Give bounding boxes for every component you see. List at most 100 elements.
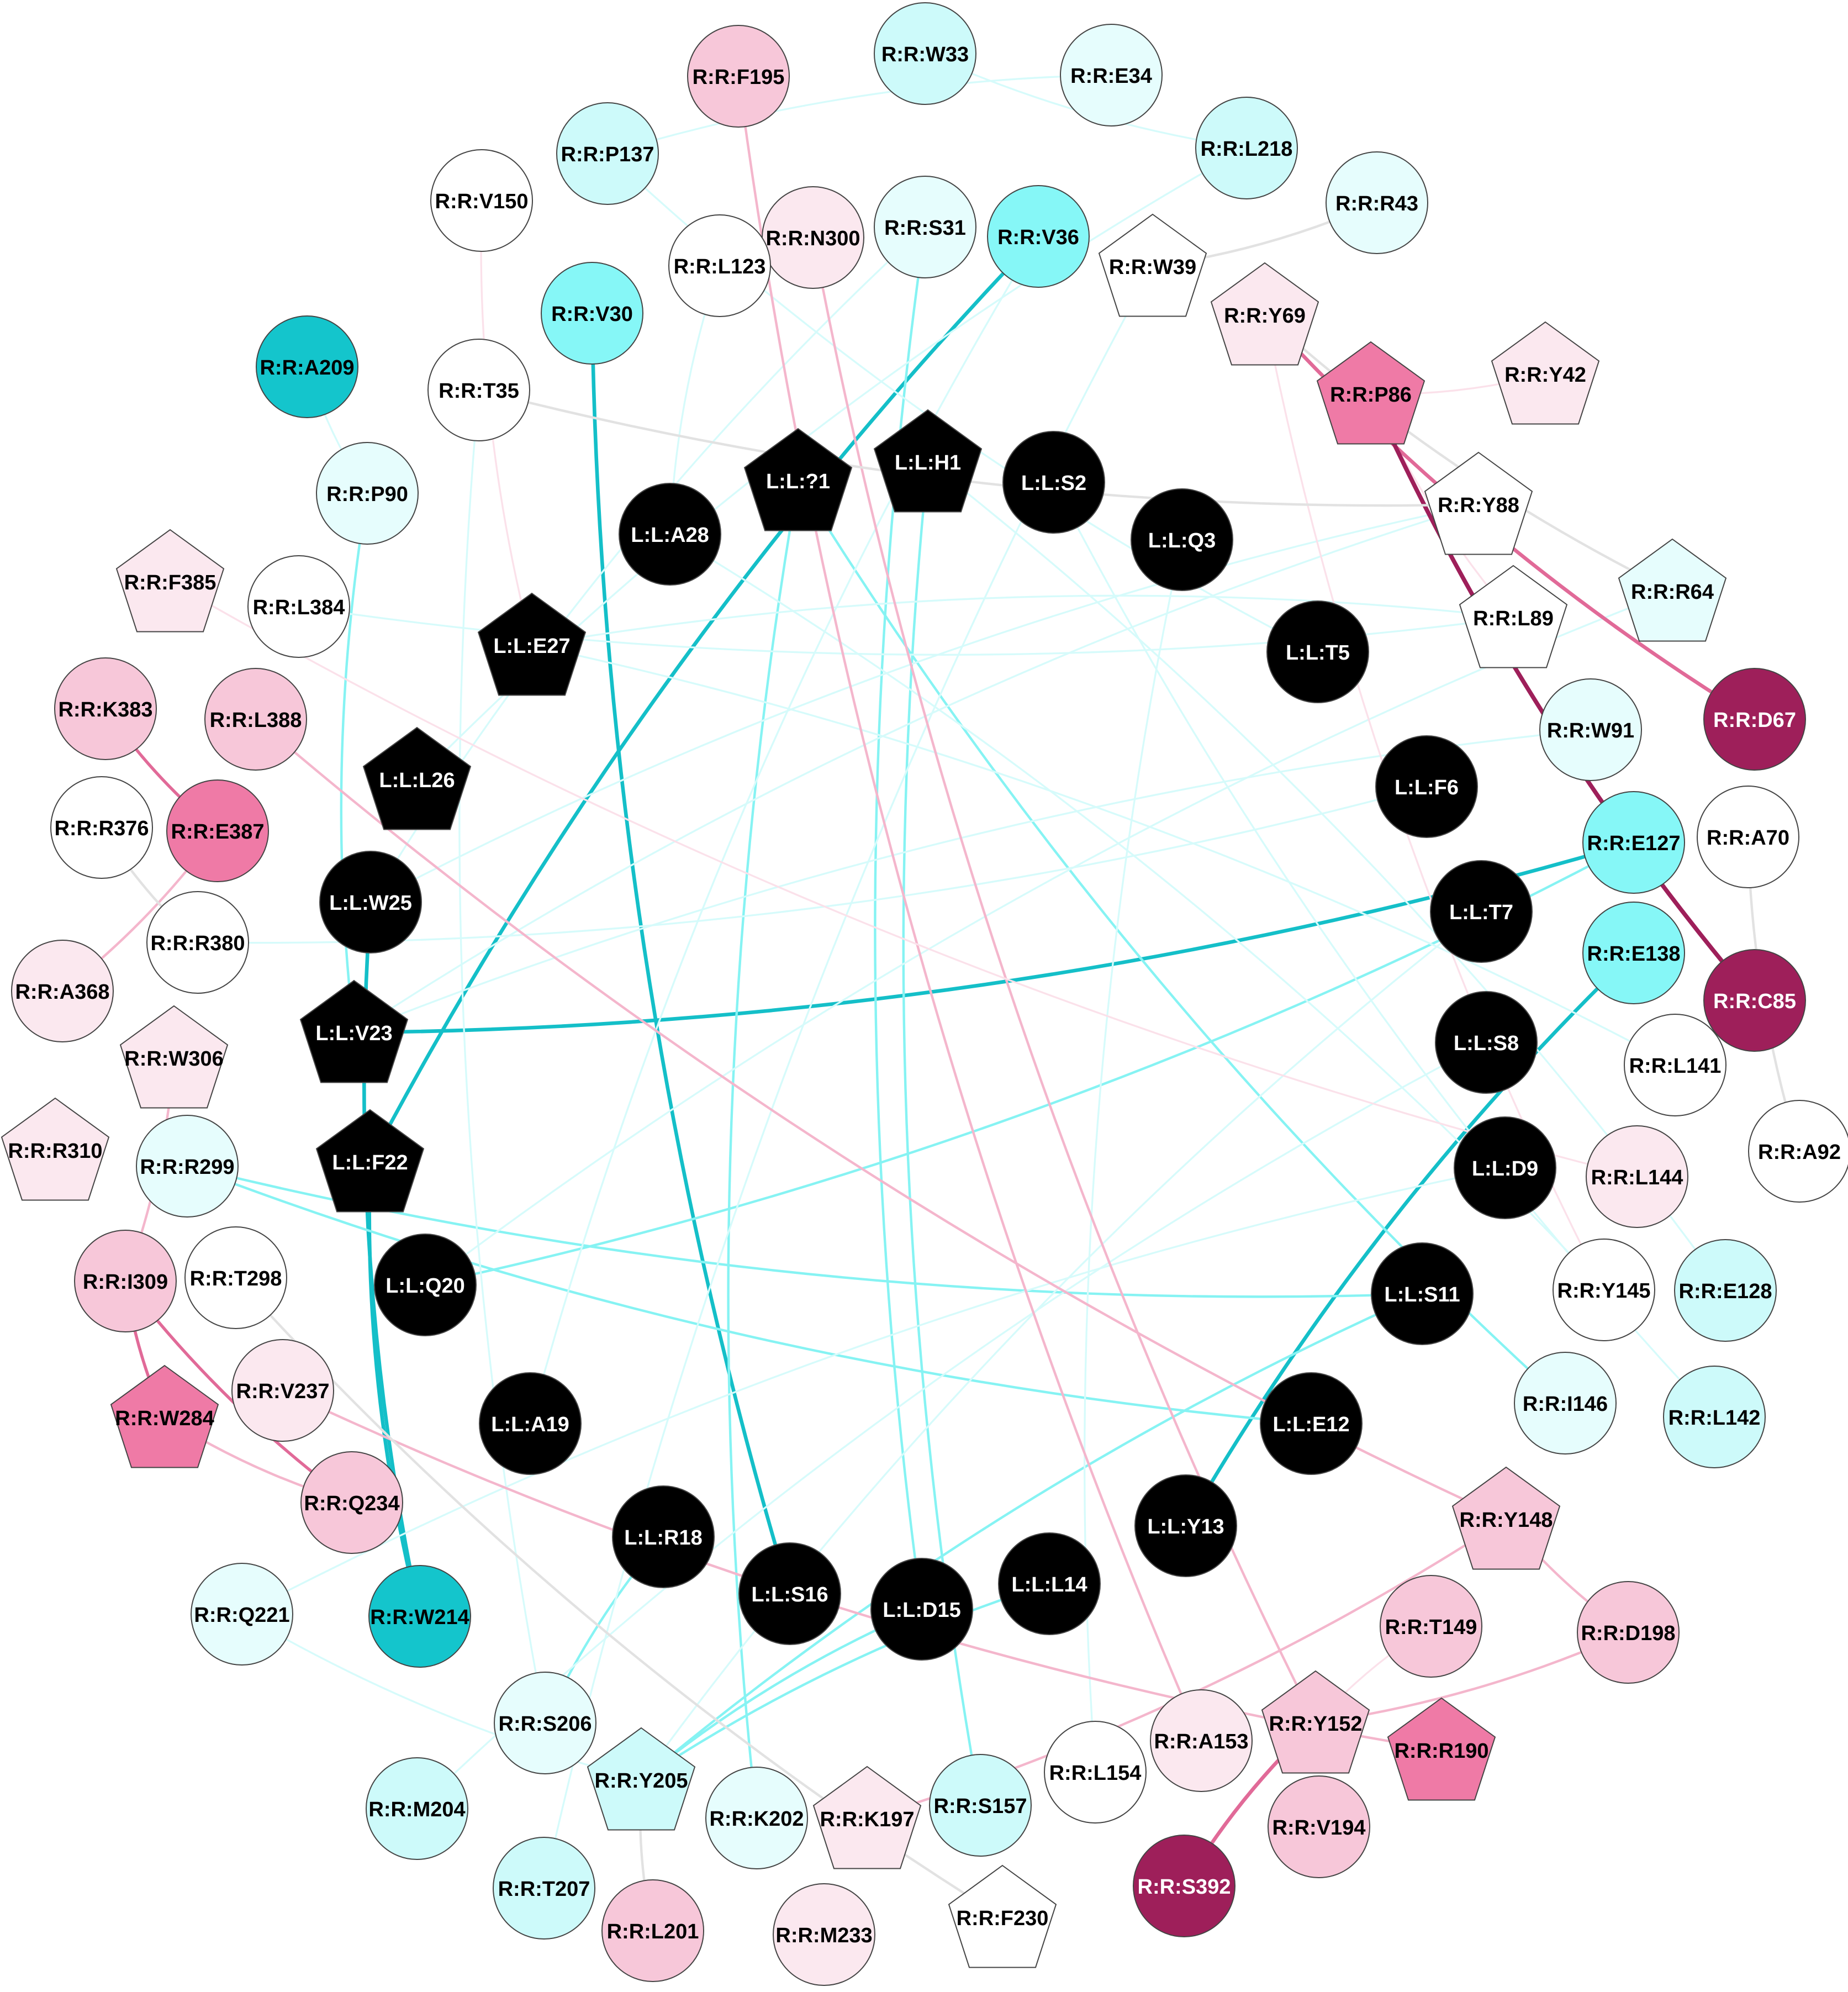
edge-r-r-y88-to-l-l-w25 [370,503,1479,903]
node-r-r-l154-circle [1044,1721,1147,1824]
edge-r-r-p86-to-r-r-c85 [1369,393,1756,1002]
node-r-r-v30: R:R:V30 [541,262,643,365]
node-label: R:R:W91 [1547,719,1634,742]
node-l-l-s2: L:L:S2 [1002,431,1105,534]
node-l-l-f6: L:L:F6 [1375,735,1478,838]
node-r-r-y88-pentagon [1424,451,1533,555]
node-r-r-v194: R:R:V194 [1268,1775,1370,1878]
edge-l-l-s11-to-r-r-y205 [640,1292,1423,1781]
node-r-r-p86: R:R:P86 [1316,341,1425,445]
node-r-r-a368: R:R:A368 [11,940,114,1042]
node-r-r-f195-circle [687,25,790,128]
node-r-r-r299-circle [136,1115,239,1218]
node-r-r-t207: R:R:T207 [493,1837,595,1940]
edge-r-r-y88-to-l-l-v23 [353,503,1479,1034]
node-r-r-e128-circle [1674,1239,1777,1342]
node-r-r-t298-circle [184,1226,287,1329]
node-r-r-q234: R:R:Q234 [300,1451,403,1554]
node-label: R:R:E138 [1587,942,1681,966]
node-label: R:R:S392 [1138,1875,1231,1899]
node-r-r-r299: R:R:R299 [136,1115,239,1218]
node-label: R:R:A70 [1707,826,1789,850]
node-l-l-f22-pentagon [315,1109,425,1213]
node-l-l-t7-circle [1430,860,1533,963]
node-r-r-s206-circle [494,1672,596,1774]
edge-r-r-v36-to-l-l-f22 [368,235,1040,1163]
node-label: R:R:L384 [253,596,345,619]
node-label: R:R:C85 [1713,990,1796,1013]
node-l-l-q20-circle [374,1234,477,1336]
node-label: R:R:F195 [693,66,785,89]
node-label: R:R:L154 [1049,1762,1142,1785]
node-r-r-s392: R:R:S392 [1133,1835,1235,1937]
node-r-r-y205-pentagon [587,1727,696,1831]
node-r-r-q221: R:R:Q221 [191,1563,293,1666]
node-r-r-y148: R:R:Y148 [1451,1466,1561,1570]
node-r-r-a209-circle [256,315,358,418]
node-r-r-p137: R:R:P137 [556,102,659,205]
node-l-l-1: L:L:?1 [743,428,853,531]
node-label: R:R:L144 [1591,1166,1683,1189]
node-r-r-a209: R:R:A209 [256,315,358,418]
node-r-r-l218: R:R:L218 [1195,97,1298,199]
edge-r-r-r299-to-l-l-e12 [187,1164,1312,1425]
node-label: R:R:P137 [561,143,654,166]
node-r-r-l123-circle [668,214,771,317]
edge-r-r-p90-to-l-l-v23 [340,493,369,1033]
node-r-r-w39: R:R:W39 [1098,213,1207,317]
node-r-r-l142: R:R:L142 [1663,1366,1766,1468]
node-label: L:L:L26 [379,769,455,792]
node-r-r-w284: R:R:W284 [110,1364,219,1468]
node-label: L:L:W25 [329,892,412,915]
node-r-r-y88: R:R:Y88 [1424,451,1533,555]
node-label: L:L:S2 [1021,472,1086,495]
node-label: R:R:R376 [54,817,149,840]
node-r-r-w306-pentagon [119,1005,229,1109]
node-r-r-v36-circle [987,185,1090,288]
node-r-r-k383: R:R:K383 [54,657,157,760]
node-l-l-y13: L:L:Y13 [1134,1474,1237,1577]
edge-l-l-s8-to-r-r-m204 [416,1041,1487,1810]
node-r-r-i146: R:R:I146 [1514,1352,1617,1455]
node-l-l-l14-circle [998,1532,1101,1635]
node-r-r-p86-pentagon [1316,341,1425,445]
node-r-r-l144-circle [1586,1125,1688,1228]
node-r-r-i309-circle [74,1230,177,1332]
node-label: R:R:L201 [607,1920,699,1943]
node-l-l-q3-circle [1131,488,1233,591]
node-r-r-c85: R:R:C85 [1703,949,1806,1052]
node-r-r-f230: R:R:F230 [948,1864,1057,1968]
node-r-r-a92-circle [1748,1100,1848,1203]
node-r-r-d198: R:R:D198 [1577,1581,1680,1684]
node-l-l-s8: L:L:S8 [1435,991,1538,1094]
node-r-r-l384-circle [247,555,350,658]
node-l-l-d9-circle [1454,1116,1556,1219]
node-r-r-v237: R:R:V237 [231,1339,334,1442]
node-label: R:R:Y148 [1460,1509,1553,1532]
node-label: R:R:M204 [368,1798,465,1821]
node-r-r-r310-pentagon [1,1097,110,1201]
node-r-r-l201-circle [601,1879,704,1982]
node-r-r-i309: R:R:I309 [74,1230,177,1332]
node-r-r-p90-circle [316,442,419,545]
node-l-l-t5: L:L:T5 [1266,600,1369,703]
node-label: R:R:P90 [326,483,408,506]
node-r-r-y205: R:R:Y205 [587,1727,696,1831]
node-label: R:R:R190 [1394,1740,1488,1763]
node-label: R:R:E128 [1679,1280,1772,1303]
node-r-r-a92: R:R:A92 [1748,1100,1848,1203]
node-l-l-a28: L:L:A28 [619,483,721,586]
node-label: R:R:V36 [997,226,1079,249]
node-r-r-y69: R:R:Y69 [1210,262,1319,366]
node-r-r-w33-circle [874,2,976,105]
node-label: R:R:P86 [1330,383,1412,407]
node-label: R:R:R310 [8,1140,102,1163]
node-label: R:R:L123 [674,255,766,278]
node-label: R:R:L218 [1201,138,1293,161]
node-r-r-s31-circle [874,176,976,278]
node-l-l-e12-circle [1260,1372,1363,1475]
node-r-r-r376: R:R:R376 [50,776,153,879]
node-label: R:R:Y69 [1224,304,1306,328]
node-l-l-a19-circle [479,1372,582,1475]
node-label: R:R:L141 [1629,1055,1722,1078]
